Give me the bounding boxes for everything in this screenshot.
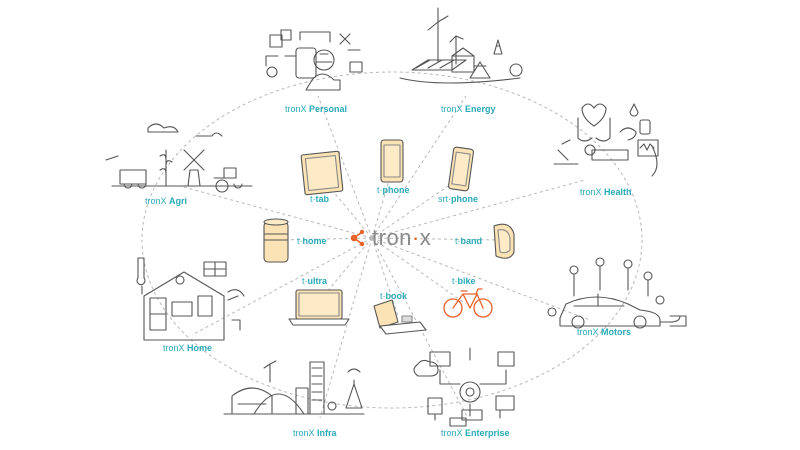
connector-device-bike xyxy=(371,237,467,305)
device-label-band: t·band xyxy=(455,236,483,246)
device-label-phone: t·phone xyxy=(377,185,410,195)
connector-device-home xyxy=(277,237,373,241)
brand-name: tron·x xyxy=(372,225,432,250)
sector-label-infra: tronX Infra xyxy=(293,428,337,438)
connector-sector-motors xyxy=(371,237,591,321)
connector-sector-agri xyxy=(179,185,373,239)
network-nodes-icon xyxy=(350,229,365,247)
connector-device-tab xyxy=(321,177,373,239)
device-label-srtphone: srt·phone xyxy=(438,194,478,204)
connector-sector-home xyxy=(191,237,373,336)
device-label-book: t·book xyxy=(380,291,408,301)
sector-label-personal: tronX Personal xyxy=(285,104,348,114)
tronx-logo: tron·x xyxy=(348,225,432,250)
connector-sector-health xyxy=(371,179,586,239)
device-label-tab: t·tab xyxy=(310,194,330,204)
sector-label-health: tronX Health xyxy=(580,187,632,197)
sector-label-home: tronX Home xyxy=(163,343,213,353)
device-label-bike: t·bike xyxy=(452,276,476,286)
connector-sector-energy xyxy=(371,95,467,239)
sector-label-agri: tronX Agri xyxy=(145,196,188,206)
sector-label-energy: tronX Energy xyxy=(441,104,496,114)
device-label-home: t·home xyxy=(297,236,327,246)
outer-ring xyxy=(141,71,643,409)
connector-sector-infra xyxy=(319,237,373,419)
connector-sector-enterprise xyxy=(371,237,469,419)
connector-sector-personal xyxy=(317,95,373,239)
device-label-ultra: t·ultra xyxy=(302,276,328,286)
sector-label-enterprise: tronX Enterprise xyxy=(441,428,510,438)
sector-label-motors: tronX Motors xyxy=(577,327,632,337)
